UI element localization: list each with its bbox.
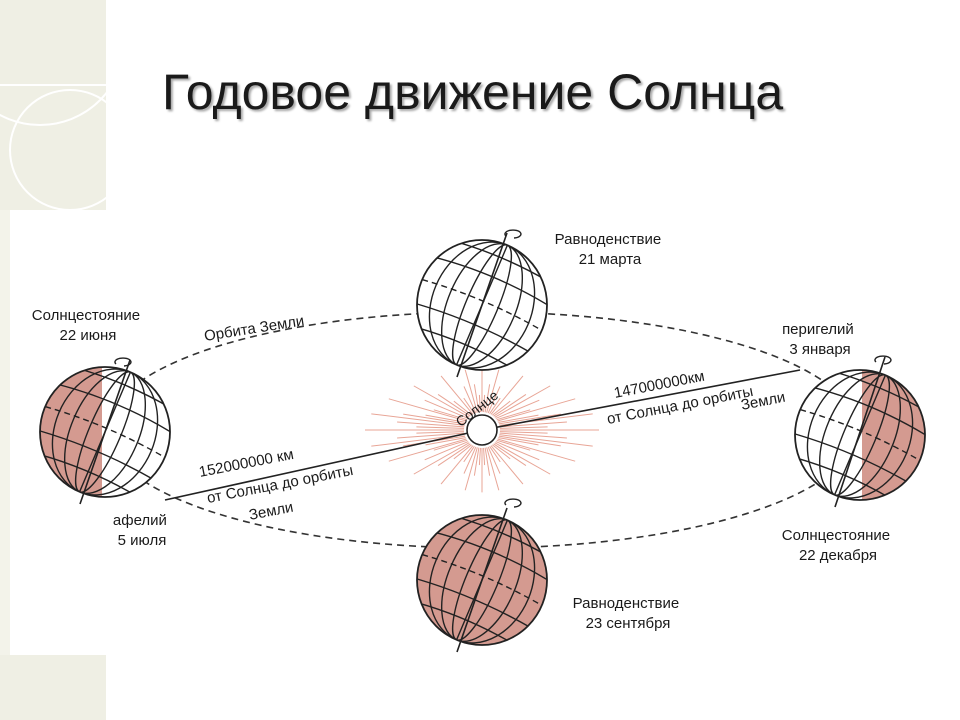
sun-ray: [413, 442, 470, 475]
june-solstice-label: Солнцестояние 22 июня: [32, 307, 145, 344]
sun-ray: [487, 446, 501, 474]
sun-ray: [496, 439, 531, 451]
sun-ray: [424, 441, 469, 461]
september-equinox-label: Равноденствие 23 сентября: [573, 595, 684, 632]
sun-ray: [463, 397, 475, 414]
sun-ray: [498, 413, 561, 425]
sun-ray: [497, 398, 576, 422]
sun-ray: [499, 432, 567, 439]
sun-ray: [473, 384, 480, 413]
sun-ray: [490, 375, 524, 415]
december-solstice-label: Солнцестояние 22 декабря: [782, 527, 895, 564]
sun-ray: [484, 447, 491, 476]
decorative-left-stripe: [0, 210, 10, 655]
sun-ray: [487, 386, 501, 414]
slide-title: Годовое движение Солнца: [162, 64, 784, 120]
sun-ray: [499, 421, 567, 428]
sun-ray: [489, 397, 501, 414]
sun-ray: [484, 384, 491, 413]
decorative-corner-pattern: [0, 0, 106, 210]
sun-ray: [433, 409, 468, 421]
sun-ray: [493, 443, 527, 466]
sun-ray: [453, 400, 472, 416]
sun-ray: [486, 447, 500, 491]
sun-ray: [494, 385, 551, 418]
decorative-bottom-pattern: [0, 655, 106, 720]
sun-ray: [424, 399, 469, 419]
perihelion-distance-label: 147000000км от Солнца до орбиты Земли: [606, 368, 787, 428]
globe-june-solstice: [39, 357, 171, 505]
sun-rays: [365, 367, 599, 493]
sun: [466, 414, 498, 446]
sun-ray: [495, 441, 540, 461]
sun-ray: [498, 414, 539, 423]
sun-ray: [478, 394, 481, 413]
sun-ray: [463, 386, 477, 414]
aphelion-distance-line: [164, 429, 483, 501]
perihelion-distance-line: [481, 369, 801, 431]
sun-ray: [499, 431, 548, 434]
sun-ray: [371, 413, 465, 426]
sun-ray: [486, 369, 500, 413]
sun-ray: [498, 435, 561, 447]
sun-ray: [464, 447, 478, 491]
aphelion-distance-label: 152000000 км от Солнца до орбиты Земли: [198, 446, 355, 524]
sun-ray: [397, 421, 465, 428]
sun-ray: [478, 447, 481, 466]
aphelion-label: афелий 5 июля: [113, 512, 171, 549]
sun-ray: [464, 369, 478, 413]
globe-september-equinox: [416, 498, 548, 653]
sun-ray: [498, 437, 539, 446]
sun-ray: [473, 447, 480, 476]
sun-ray: [440, 445, 474, 485]
sun-ray: [453, 444, 472, 460]
sun-ray: [440, 375, 474, 415]
svg-text:Земли: Земли: [248, 499, 295, 524]
sun-ray: [489, 446, 501, 463]
sun-ray: [437, 443, 471, 466]
globe-march-equinox: [416, 229, 548, 378]
sun-ray: [494, 442, 551, 475]
sun-ray: [433, 439, 468, 451]
sun-ray: [495, 399, 540, 419]
sun-ray: [388, 438, 467, 462]
sun-ray: [403, 413, 466, 425]
sun-ray: [496, 409, 531, 421]
orbit-label: Орбита Земли: [203, 312, 305, 345]
sun-ray: [463, 446, 475, 463]
sun-ray: [397, 432, 465, 439]
decorative-arcs: [0, 0, 131, 211]
sun-ray: [490, 445, 524, 485]
sun-ray: [388, 398, 467, 422]
sun-ray: [492, 400, 511, 416]
sun-ray: [437, 394, 471, 417]
sun-ray: [492, 444, 511, 460]
sun-ray: [483, 394, 486, 413]
sun-ray: [493, 394, 527, 417]
globe-december-solstice: [794, 355, 926, 508]
sun-ray: [497, 438, 576, 462]
sun-ray: [416, 426, 465, 429]
sun-ray: [463, 446, 477, 474]
sun-ray: [425, 414, 466, 423]
sun-ray: [425, 437, 466, 446]
sun-ray: [413, 385, 470, 418]
sun-ray: [499, 434, 593, 447]
sun-ray: [416, 431, 465, 434]
sun-ray: [483, 447, 486, 466]
march-equinox-label: Равноденствие 21 марта: [555, 231, 666, 268]
perihelion-label: перигелий 3 января: [782, 321, 858, 358]
sun-ray: [499, 426, 548, 429]
